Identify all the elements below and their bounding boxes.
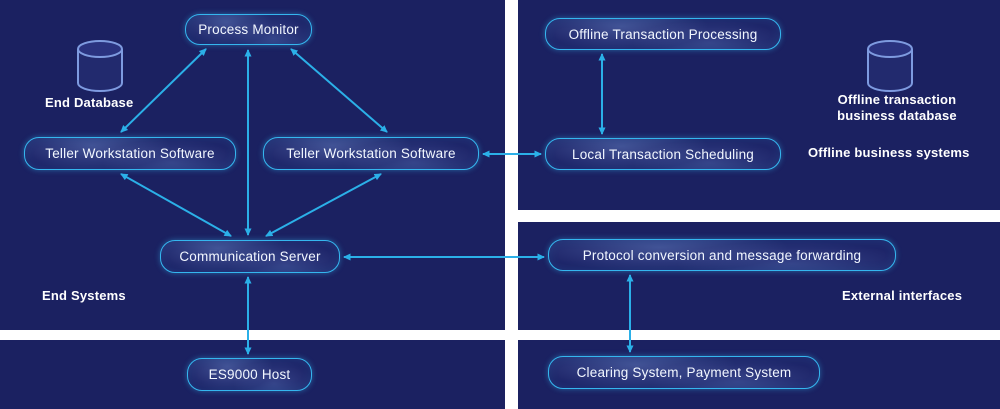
label-end-database: End Database: [45, 95, 134, 110]
database-icon: [77, 40, 123, 92]
node-label: Protocol conversion and message forwardi…: [582, 247, 862, 263]
database-icon: [867, 40, 913, 92]
node-label: Clearing System, Payment System: [576, 365, 792, 380]
label-end-systems: End Systems: [42, 288, 126, 303]
node-protocol-conversion: Protocol conversion and message forwardi…: [548, 239, 896, 271]
node-label: Process Monitor: [198, 22, 299, 37]
node-communication-server: Communication Server: [160, 240, 340, 273]
node-label: Teller Workstation Software: [45, 146, 215, 161]
label-offline-transaction-business-database: Offline transaction business database: [837, 92, 957, 123]
label-offline-business-systems: Offline business systems: [808, 145, 970, 160]
node-offline-transaction-processing: Offline Transaction Processing: [545, 18, 781, 50]
node-local-transaction-scheduling: Local Transaction Scheduling: [545, 138, 781, 170]
node-label: Offline Transaction Processing: [568, 26, 758, 42]
label-external-interfaces: External interfaces: [842, 288, 963, 303]
node-es9000-host: ES9000 Host: [187, 358, 312, 391]
node-clearing-payment-system: Clearing System, Payment System: [548, 356, 820, 389]
node-teller-workstation-left: Teller Workstation Software: [24, 137, 236, 170]
node-label: ES9000 Host: [208, 367, 291, 382]
node-label: Local Transaction Scheduling: [572, 146, 754, 162]
node-label: Communication Server: [179, 249, 321, 264]
node-teller-workstation-right: Teller Workstation Software: [263, 137, 479, 170]
node-label: Teller Workstation Software: [286, 146, 456, 161]
node-process-monitor: Process Monitor: [185, 14, 312, 45]
